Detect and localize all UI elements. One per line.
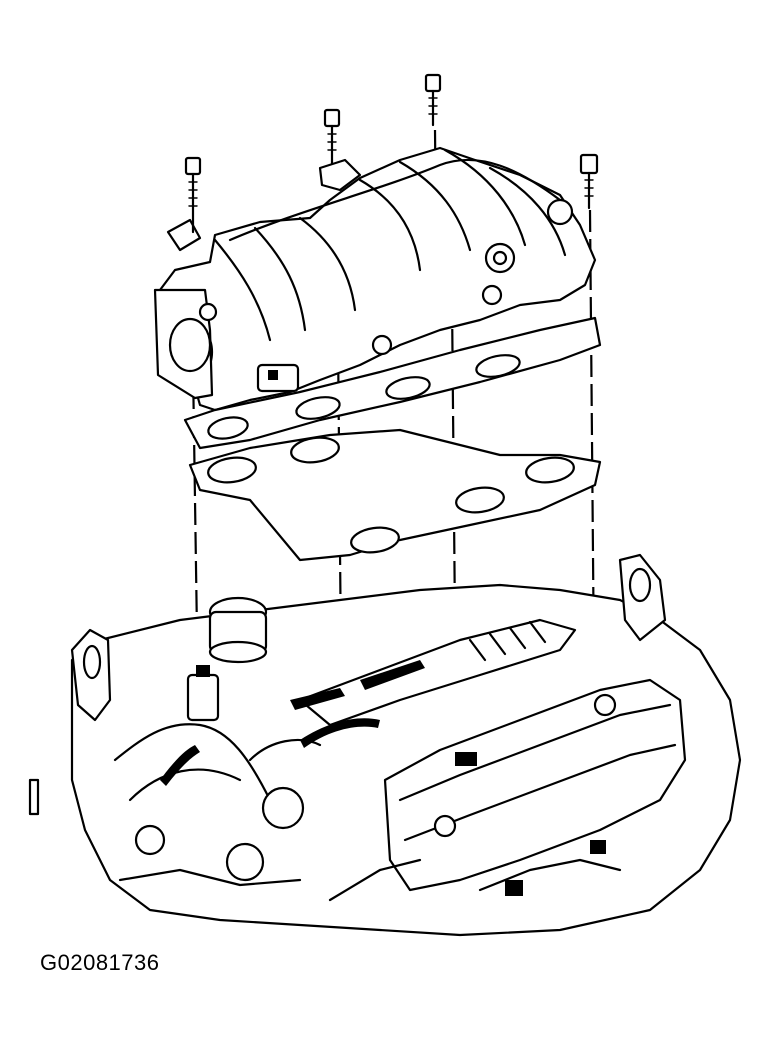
upper-intake-manifold xyxy=(153,146,597,412)
engine-block xyxy=(28,553,742,937)
manifold-bracket xyxy=(318,158,362,192)
wire-connector xyxy=(455,752,477,766)
bolt-1 xyxy=(184,156,202,234)
engine-sensor xyxy=(186,673,220,722)
lower-manifold-gasket xyxy=(188,428,602,562)
figure-id-label: G02081736 xyxy=(40,950,160,975)
bolt-4 xyxy=(579,153,599,210)
edge-marker xyxy=(28,778,40,816)
bolt-3 xyxy=(424,73,442,127)
manifold-fitting-2 xyxy=(546,198,574,226)
upper-manifold-gasket xyxy=(183,316,602,450)
guide-line-5 xyxy=(588,209,596,671)
fuel-rail xyxy=(298,618,577,727)
engine-pulley xyxy=(261,786,305,830)
manifold-clip xyxy=(166,218,202,252)
valve-cover xyxy=(383,678,687,892)
bolt-2 xyxy=(323,108,341,170)
